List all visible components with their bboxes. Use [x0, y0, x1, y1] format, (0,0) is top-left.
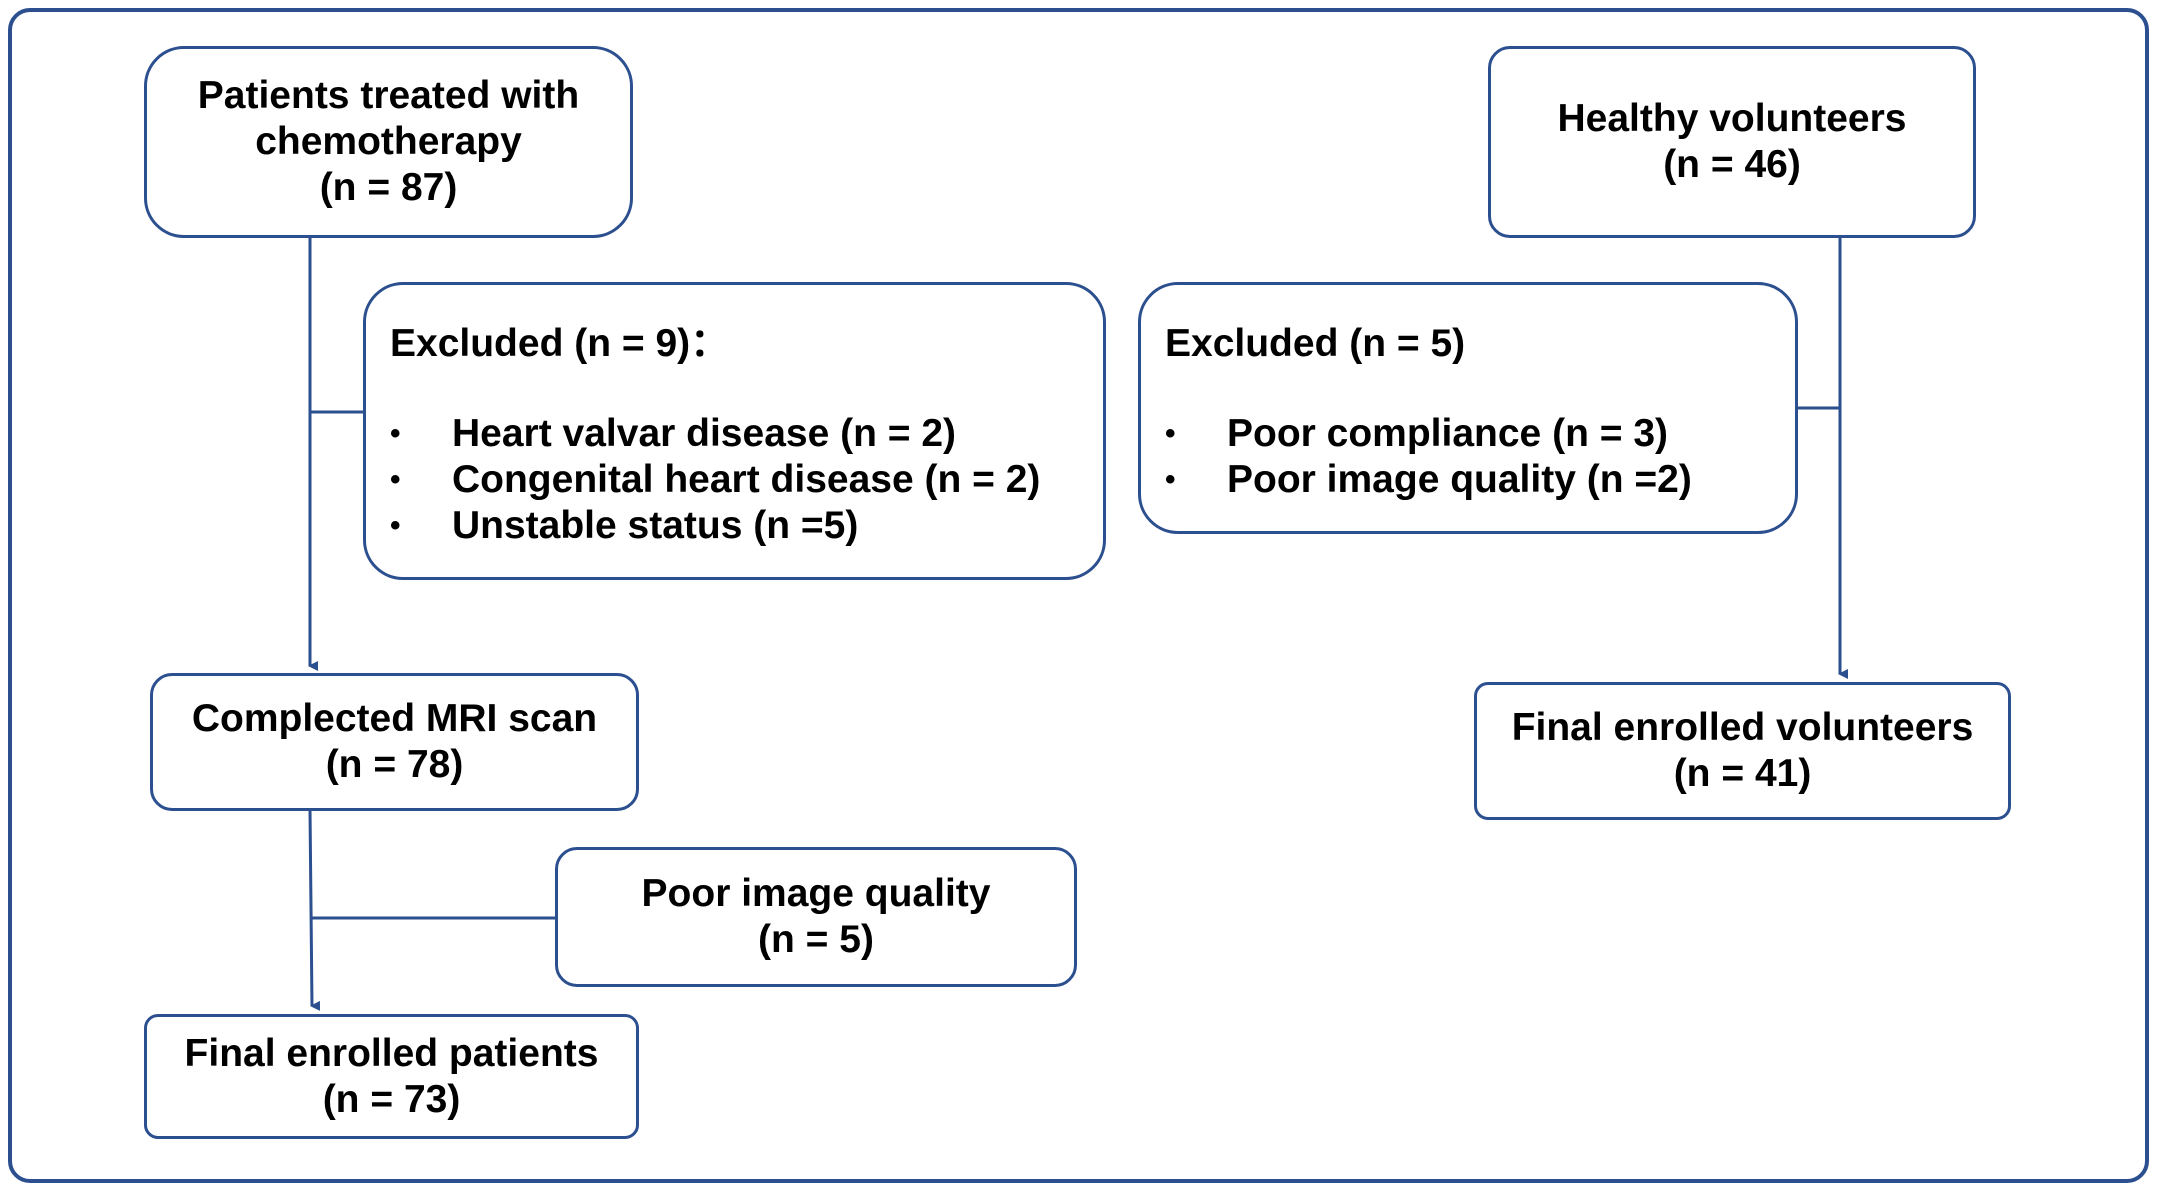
final-volunteers-box: Final enrolled volunteers (n = 41) — [1474, 682, 2011, 820]
volunteers-excluded-box: Excluded (n = 5) • Poor compliance (n = … — [1138, 282, 1798, 534]
bullet-icon: • — [1165, 417, 1176, 450]
list-item: • Unstable status (n =5) — [390, 503, 1093, 549]
patients-excluded-item: Congenital heart disease (n = 2) — [452, 458, 1041, 501]
patients-excluded-title: Excluded (n = 9)： — [390, 322, 730, 365]
list-item: • Congenital heart disease (n = 2) — [390, 457, 1093, 503]
final-patients-line-1: Final enrolled patients — [184, 1031, 599, 1075]
mri-scan-box: Complected MRI scan (n = 78) — [150, 673, 639, 811]
final-volunteers-line-1: Final enrolled volunteers — [1511, 706, 1974, 749]
list-item: • Poor compliance (n = 3) — [1165, 411, 1785, 457]
poor-quality-box: Poor image quality (n = 5) — [555, 847, 1077, 987]
final-patients-box: Final enrolled patients (n = 73) — [144, 1014, 639, 1139]
bullet-icon: • — [390, 509, 401, 542]
poor-quality-line-2: (n = 5) — [758, 918, 874, 961]
patients-start-line-1: Patients treated with — [197, 74, 580, 117]
volunteers-excluded-item: Poor compliance (n = 3) — [1227, 412, 1669, 455]
list-item: • Heart valvar disease (n = 2) — [390, 411, 1093, 457]
patients-start-box: Patients treated with chemotherapy (n = … — [144, 46, 633, 238]
volunteers-start-box: Healthy volunteers (n = 46) — [1488, 46, 1976, 238]
diagram-frame — [8, 8, 2149, 1183]
patients-excluded-item: Heart valvar disease (n = 2) — [452, 412, 957, 455]
volunteers-excluded-list: • Poor compliance (n = 3) • Poor image q… — [1165, 411, 1785, 503]
final-patients-line-2: (n = 73) — [322, 1077, 461, 1121]
bullet-icon: • — [390, 417, 401, 450]
mri-scan-line-1: Complected MRI scan — [191, 697, 598, 740]
patients-start-line-2: chemotherapy — [255, 120, 522, 163]
bullet-icon: • — [1165, 463, 1176, 496]
final-volunteers-line-2: (n = 41) — [1673, 752, 1812, 795]
patients-start-line-3: (n = 87) — [319, 166, 458, 209]
patients-excluded-box: Excluded (n = 9)： • Heart valvar disease… — [363, 282, 1106, 580]
patients-excluded-item: Unstable status (n =5) — [452, 504, 859, 547]
volunteers-start-line-1: Healthy volunteers — [1557, 97, 1907, 140]
list-item: • Poor image quality (n =2) — [1165, 457, 1785, 503]
volunteers-start-line-2: (n = 46) — [1663, 143, 1801, 186]
volunteers-excluded-item: Poor image quality (n =2) — [1227, 458, 1692, 501]
arrow-mri-to-final — [308, 809, 321, 1011]
poor-quality-line-1: Poor image quality — [641, 872, 991, 915]
volunteers-excluded-title: Excluded (n = 5) — [1165, 322, 1466, 365]
mri-scan-line-2: (n = 78) — [325, 743, 464, 786]
bullet-icon: • — [390, 463, 401, 496]
patients-excluded-list: • Heart valvar disease (n = 2) • Congeni… — [390, 411, 1093, 549]
